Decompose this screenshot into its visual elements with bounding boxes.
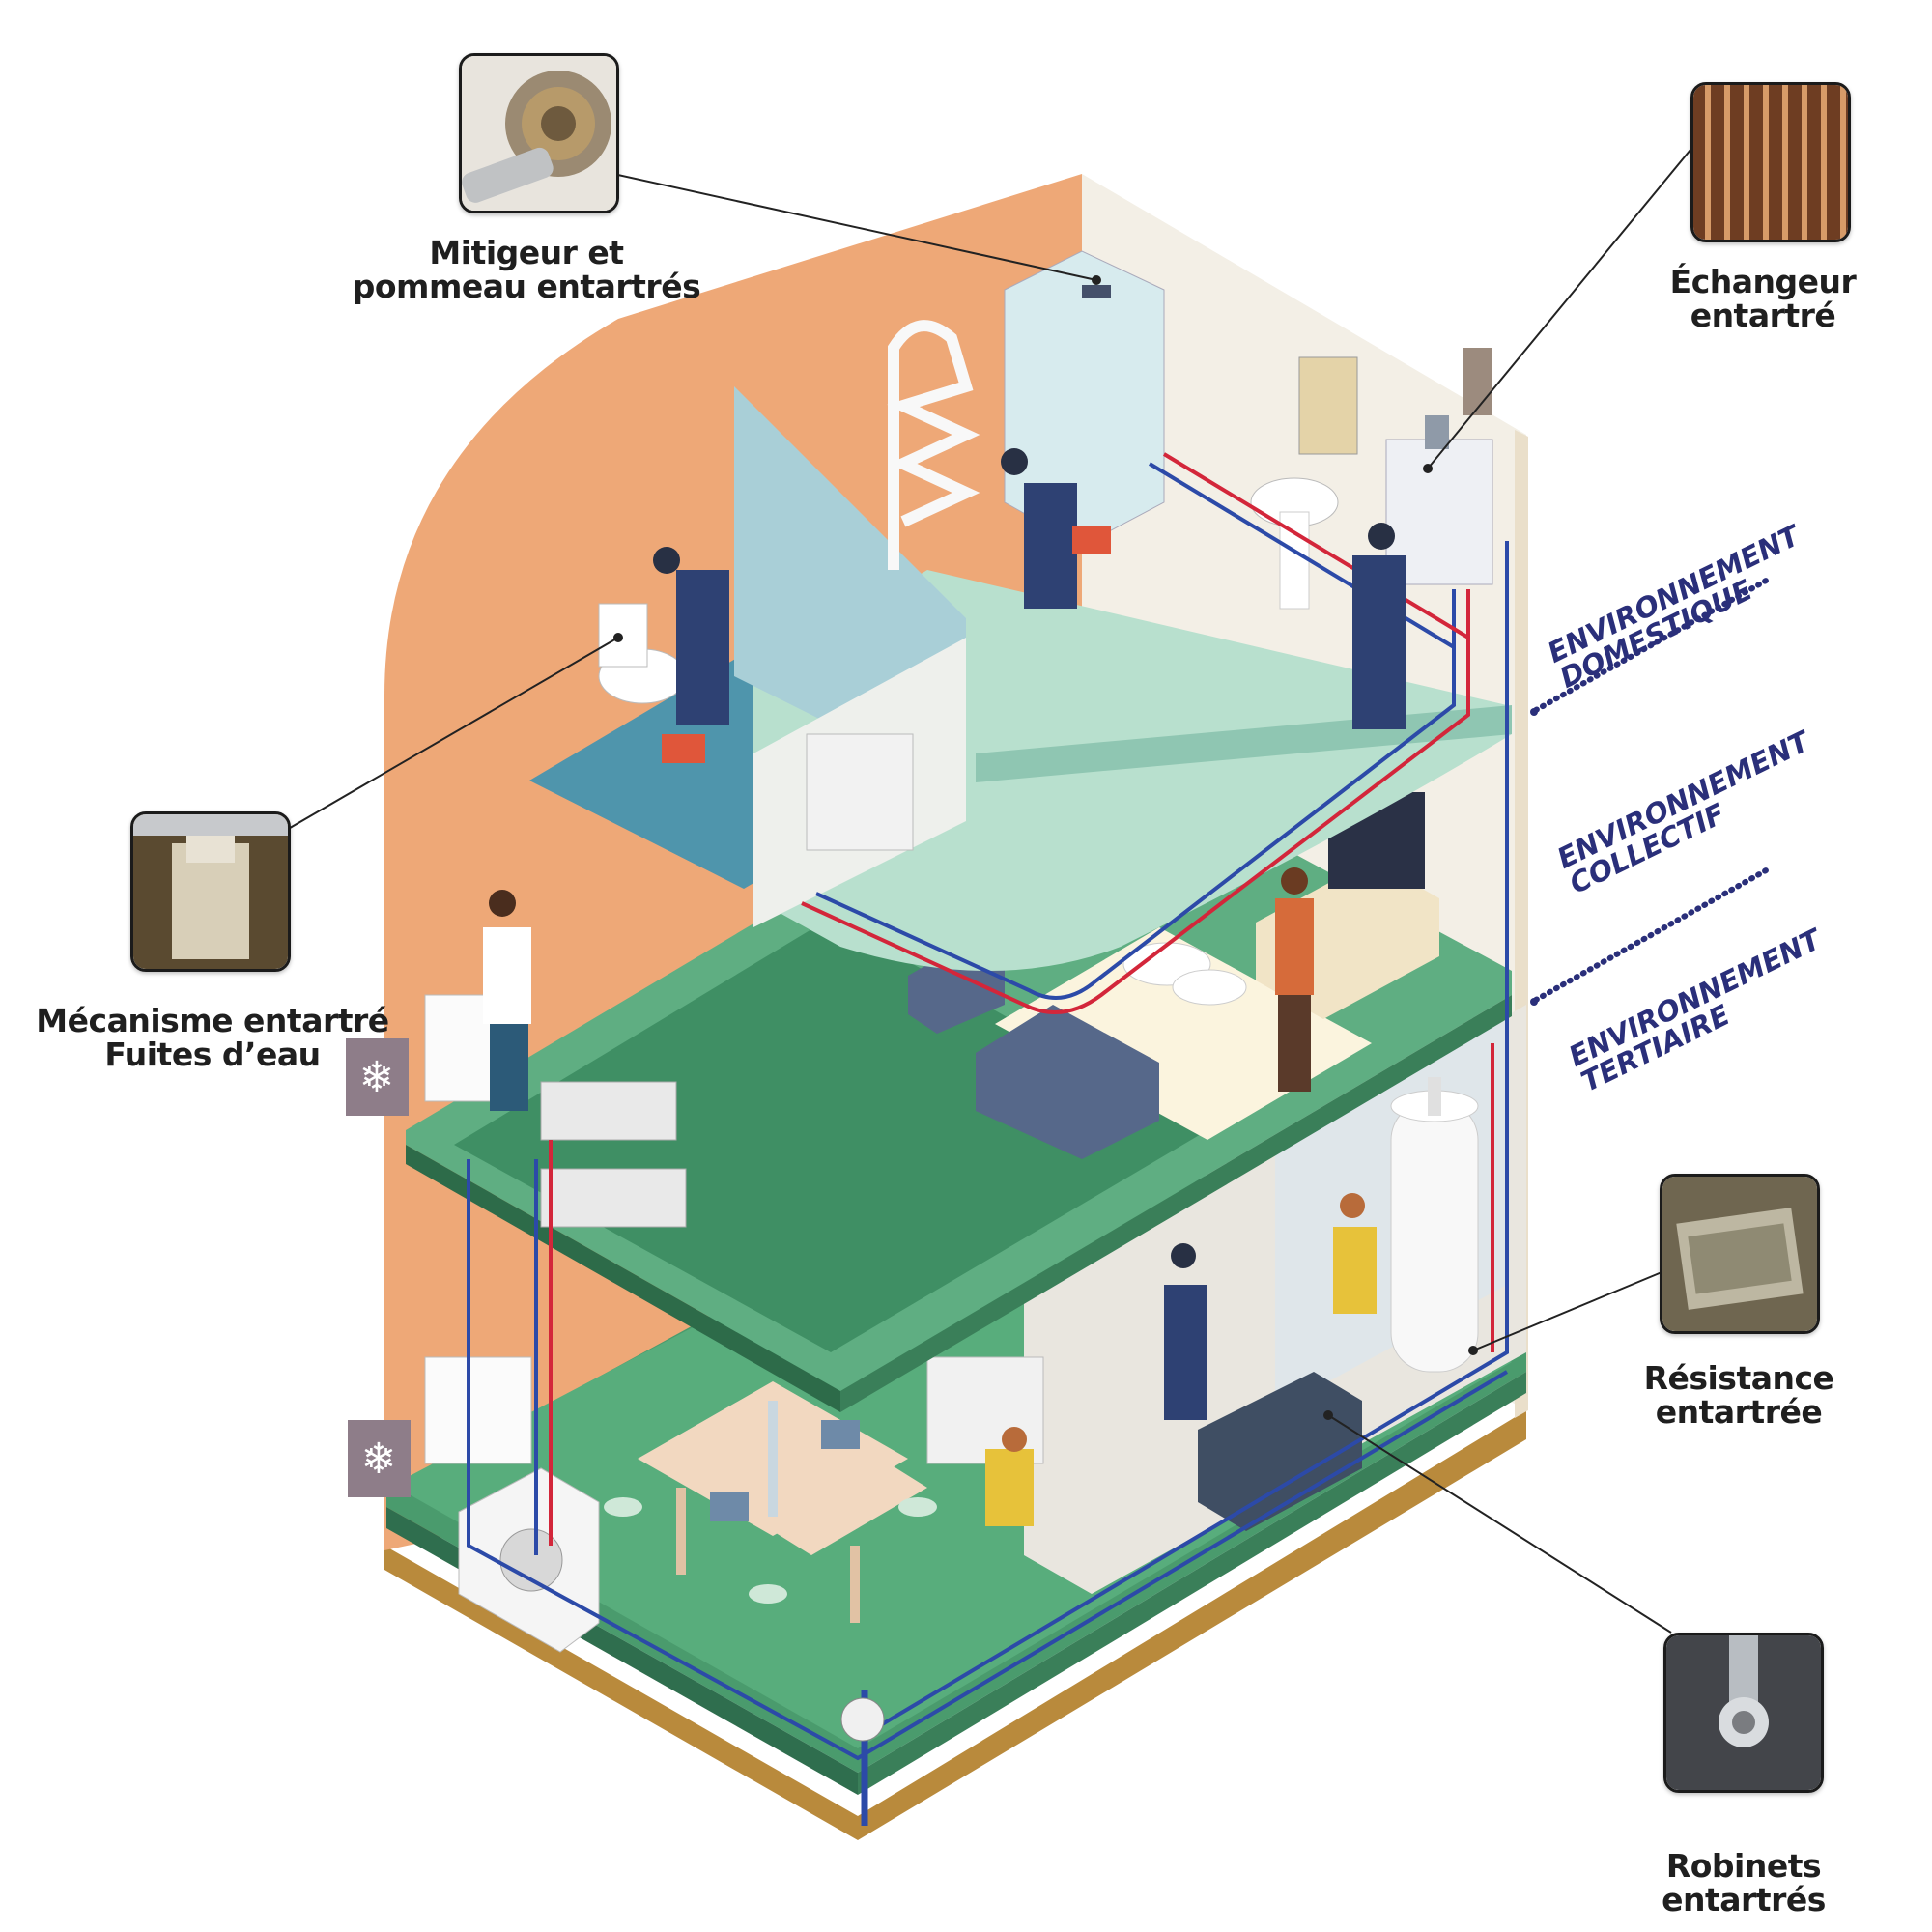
tap-photo-icon	[1666, 1635, 1821, 1790]
heating-element-photo-icon	[1662, 1177, 1817, 1331]
flush-mechanism-photo-icon	[133, 814, 288, 969]
mecanisme-label-line-1: Mécanisme entartré	[36, 1002, 389, 1039]
office-monitor	[821, 1420, 860, 1449]
mitigeur-photo	[459, 53, 619, 213]
ac-fan-icon	[499, 1528, 563, 1592]
ground-floor-edge-right	[858, 1372, 1526, 1795]
water-heater	[1390, 1100, 1479, 1373]
resistance-photo	[1660, 1174, 1820, 1334]
living-rug	[995, 927, 1372, 1140]
boiler	[1385, 439, 1493, 585]
toolbox-2	[1072, 526, 1111, 554]
environment-separators	[1533, 577, 1771, 1003]
office-partition	[768, 1401, 778, 1517]
foundation	[384, 1410, 1526, 1840]
frost-panel-ground	[348, 1420, 411, 1497]
radiator-top	[806, 733, 914, 851]
mecanisme-photo	[130, 811, 291, 972]
radiator-ground	[926, 1356, 1044, 1464]
office-desk-leg	[676, 1488, 686, 1575]
office-desk-leg-2	[850, 1546, 860, 1623]
chimney	[1463, 348, 1492, 415]
separator-dot	[1530, 708, 1538, 716]
echangeur-label: Échangeur entartré	[1599, 263, 1927, 334]
shower-head-photo-icon	[462, 56, 616, 211]
echangeur-photo	[1690, 82, 1851, 242]
office-desk-2	[734, 1439, 927, 1555]
heating-manifold	[540, 1081, 677, 1141]
frost-panel-middle	[346, 1038, 409, 1116]
mecanisme-label: Mécanisme entartré Fuites d’eau	[29, 1002, 396, 1073]
separator-dot-2	[1530, 998, 1538, 1006]
residents	[483, 867, 1377, 1526]
office-monitor-2	[710, 1492, 749, 1521]
mitigeur-label-line-1: Mitigeur et	[429, 234, 624, 271]
toolbox	[662, 734, 705, 763]
mitigeur-label: Mitigeur et pommeau entartrés	[343, 234, 710, 305]
snowflake-icon: ❄	[359, 1053, 395, 1102]
leader-lines	[284, 149, 1691, 1634]
stool	[604, 1497, 642, 1517]
snowflake-icon: ❄	[361, 1435, 397, 1484]
resistance-label-line-1: Résistance	[1643, 1359, 1834, 1397]
middle-floor-edge	[406, 1145, 840, 1412]
sink-counter	[1198, 1372, 1362, 1531]
coffee-table-2	[1172, 969, 1247, 1006]
robinets-label-line-2: entartrés	[1662, 1880, 1826, 1918]
resistance-label-line-2: entartrée	[1655, 1392, 1823, 1431]
wall-heater-ground	[424, 1356, 532, 1464]
water-heater-pipe	[1428, 1077, 1441, 1116]
toilet-tank	[598, 603, 648, 668]
resistance-label: Résistance entartrée	[1604, 1359, 1874, 1431]
mitigeur-label-line-2: pommeau entartrés	[352, 267, 701, 305]
middle-floor-edge-right	[840, 995, 1512, 1412]
shower-head-icon	[1082, 285, 1111, 298]
robinets-label: Robinets entartrés	[1608, 1847, 1879, 1918]
heat-exchanger-photo-icon	[1693, 85, 1848, 240]
robinets-photo	[1663, 1633, 1824, 1793]
echangeur-label-line-1: Échangeur entartré	[1669, 263, 1857, 334]
towel-radiator	[887, 320, 980, 570]
boiler-flue	[1425, 415, 1449, 449]
stool-3	[749, 1584, 787, 1604]
stool-2	[898, 1497, 937, 1517]
bathroom-mirror	[1298, 356, 1358, 455]
heating-manifold-2	[540, 1168, 687, 1228]
mecanisme-label-line-2: Fuites d’eau	[104, 1035, 321, 1073]
water-meter	[840, 1697, 885, 1742]
robinets-label-line-1: Robinets	[1665, 1847, 1822, 1885]
sofa	[976, 1005, 1159, 1159]
shower-cabin	[1004, 250, 1165, 547]
technicians	[653, 448, 1406, 1420]
